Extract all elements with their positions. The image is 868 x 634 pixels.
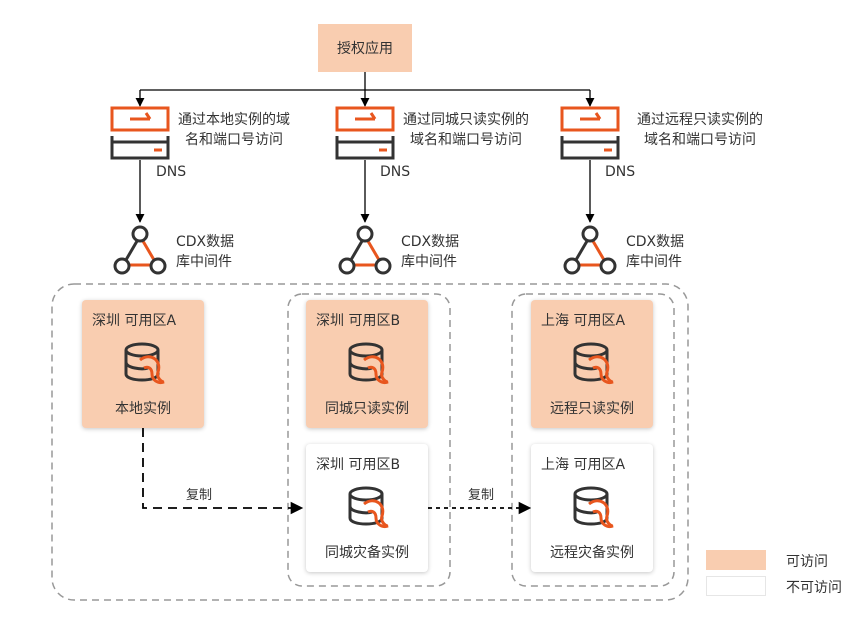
database-icon <box>124 342 165 384</box>
legend-inaccessible-swatch <box>706 576 766 596</box>
middleware-icon <box>563 225 617 275</box>
legend-accessible-swatch <box>706 550 766 570</box>
legend-accessible-label: 可访问 <box>786 554 828 570</box>
dns-1-description: 通过本地实例的域 名和端口号访问 <box>178 112 290 148</box>
shanghai-a-boundary <box>511 293 675 587</box>
zone-label: 上海 可用区A <box>541 457 626 473</box>
middleware-icon <box>113 225 167 275</box>
instance-name: 同城只读实例 <box>325 401 409 417</box>
middleware-icon <box>338 225 392 275</box>
replication-label-2: 复制 <box>468 488 495 503</box>
dns-3-label: DNS <box>605 164 636 180</box>
same-city-dr-card: 深圳 可用区B 同城灾备实例 <box>306 444 428 572</box>
replication-arrow-1 <box>142 428 304 515</box>
zone-label: 深圳 可用区B <box>316 313 401 329</box>
remote-dr-card: 上海 可用区A 远程灾备实例 <box>531 444 653 572</box>
legend-inaccessible-label: 不可访问 <box>786 580 842 596</box>
local-instance-card: 深圳 可用区A 本地实例 <box>82 300 204 428</box>
zone-label: 深圳 可用区B <box>316 457 401 473</box>
dns-server-icon <box>560 106 620 160</box>
instance-name: 本地实例 <box>115 401 171 417</box>
database-icon <box>348 342 389 384</box>
cdx-3-label: CDX数据 库中间件 <box>626 234 685 270</box>
authorized-app-box: 授权应用 <box>318 24 412 72</box>
cdx-2-label: CDX数据 库中间件 <box>401 234 460 270</box>
dns-2-label: DNS <box>380 164 411 180</box>
replication-label-1: 复制 <box>186 488 213 503</box>
instance-name: 远程只读实例 <box>550 401 634 417</box>
dns-server-icon <box>335 106 395 160</box>
remote-readonly-card: 上海 可用区A 远程只读实例 <box>531 300 653 428</box>
outer-boundary <box>51 283 689 601</box>
dns-3-description: 通过远程只读实例的 域名和端口号访问 <box>637 112 763 148</box>
database-icon <box>573 342 614 384</box>
dns-1-label: DNS <box>156 164 187 180</box>
dns-2-description: 通过同城只读实例的 域名和端口号访问 <box>403 112 529 148</box>
app-label: 授权应用 <box>337 41 393 57</box>
zone-label: 深圳 可用区A <box>92 313 177 329</box>
dns-server-icon <box>110 106 170 160</box>
instance-name: 同城灾备实例 <box>325 545 409 561</box>
database-icon <box>348 486 389 528</box>
shenzhen-b-boundary <box>287 293 451 587</box>
same-city-readonly-card: 深圳 可用区B 同城只读实例 <box>306 300 428 428</box>
instance-name: 远程灾备实例 <box>550 545 634 561</box>
zone-label: 上海 可用区A <box>541 313 626 329</box>
database-icon <box>573 486 614 528</box>
cdx-1-label: CDX数据 库中间件 <box>176 234 235 270</box>
